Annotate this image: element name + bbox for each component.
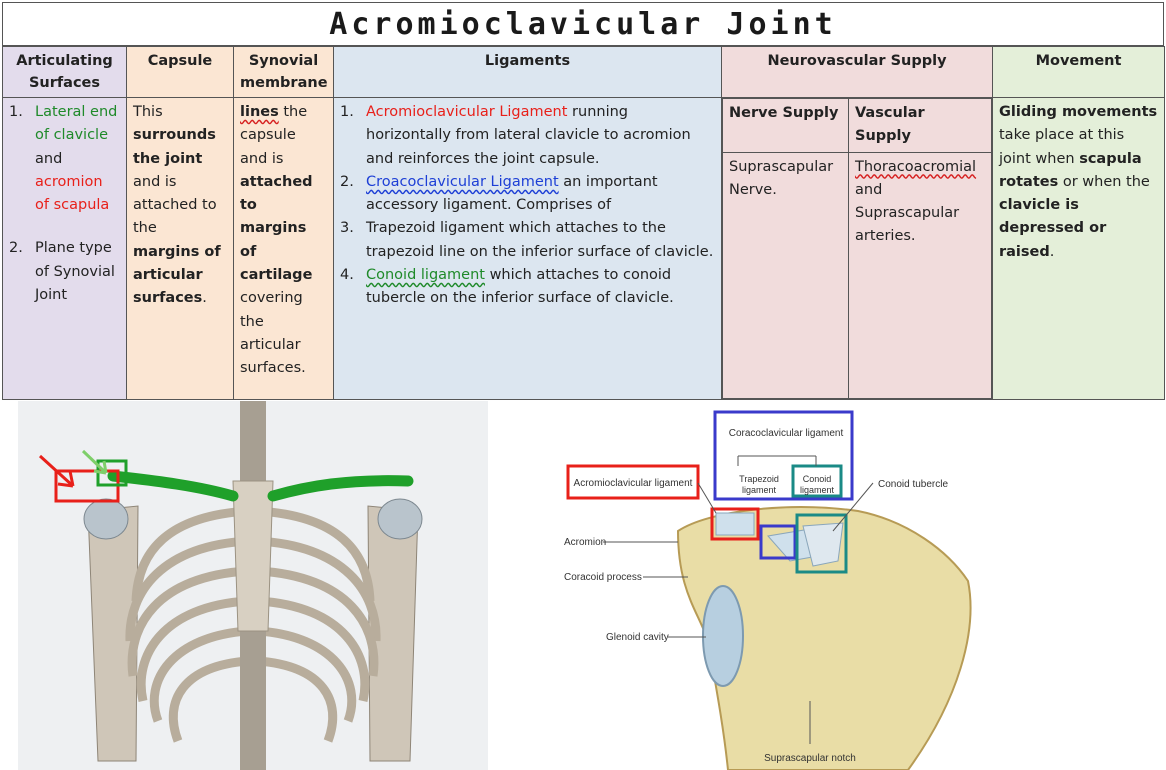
cell-neurovascular: Nerve Supply Vascular Supply Suprascapul… <box>721 97 993 400</box>
label-coracoid-process: Coracoid process <box>564 572 642 583</box>
page-title: Acromioclavicular Joint <box>329 6 837 42</box>
list-item: 2. Plane type of Synovial Joint <box>9 237 120 307</box>
acromioclavicular-ligament-term: Acromioclavicular Ligament <box>366 104 568 120</box>
vascular-supply-header: Vascular Supply <box>848 98 992 153</box>
label-acromion: Acromion <box>564 537 606 548</box>
label-conoid-tubercle: Conoid tubercle <box>878 479 948 490</box>
label-suprascapular-notch: Suprascapular notch <box>764 753 856 764</box>
thorax-svg <box>18 401 488 770</box>
cell-ligaments: 1. Acromioclavicular Ligament running ho… <box>333 97 722 400</box>
label-glenoid-cavity: Glenoid cavity <box>606 632 669 643</box>
list-item: 1. Lateral end of clavicle and acromion … <box>9 104 118 214</box>
cell-movement: Gliding movements take place at this joi… <box>992 97 1165 400</box>
coracoclavicular-ligament-term: Croacoclavicular Ligament <box>366 173 559 190</box>
cell-capsule: This surrounds the joint and is attached… <box>126 97 234 400</box>
label-acromioclavicular: Acromioclavicular ligament <box>574 478 693 489</box>
cell-articulating: 1. Lateral end of clavicle and acromion … <box>2 97 127 400</box>
nerve-supply-header: Nerve Supply <box>722 98 849 153</box>
header-capsule: Capsule <box>126 46 234 98</box>
page-title-box: Acromioclavicular Joint <box>2 2 1164 46</box>
header-articulating: Articulating Surfaces <box>2 46 127 98</box>
header-ligaments: Ligaments <box>333 46 722 98</box>
list-item: 3. Trapezoid ligament which attaches to … <box>340 220 714 260</box>
vascular-supply-value: Thoracoacromial and Suprascapular arteri… <box>848 151 992 400</box>
conoid-ligament-term: Conoid ligament <box>366 267 485 284</box>
list-item: 4. Conoid ligament which attaches to con… <box>340 267 674 307</box>
plane-type-text: Plane type of Synovial Joint <box>35 240 115 304</box>
neurovascular-subtable: Nerve Supply Vascular Supply Suprascapul… <box>722 98 992 400</box>
acromion-scapula: acromion of scapula <box>35 173 110 214</box>
notes-table: Articulating Surfaces Capsule Synovial m… <box>2 46 1165 400</box>
list-item: 1. Acromioclavicular Ligament running ho… <box>340 104 691 167</box>
cell-synovial: lines the capsule and is attached to mar… <box>233 97 334 400</box>
nerve-supply-value: Suprascapular Nerve. <box>722 151 849 400</box>
thorax-illustration <box>18 401 488 770</box>
header-neurovascular: Neurovascular Supply <box>721 46 993 98</box>
header-synovial: Synovial membrane <box>233 46 334 98</box>
lateral-end-clavicle: Lateral end of clavicle <box>35 104 118 144</box>
header-movement: Movement <box>992 46 1165 98</box>
label-coracoclavicular: Coracoclavicular ligament <box>729 428 844 439</box>
list-item: 2. Croacoclavicular Ligament an importan… <box>340 173 658 214</box>
